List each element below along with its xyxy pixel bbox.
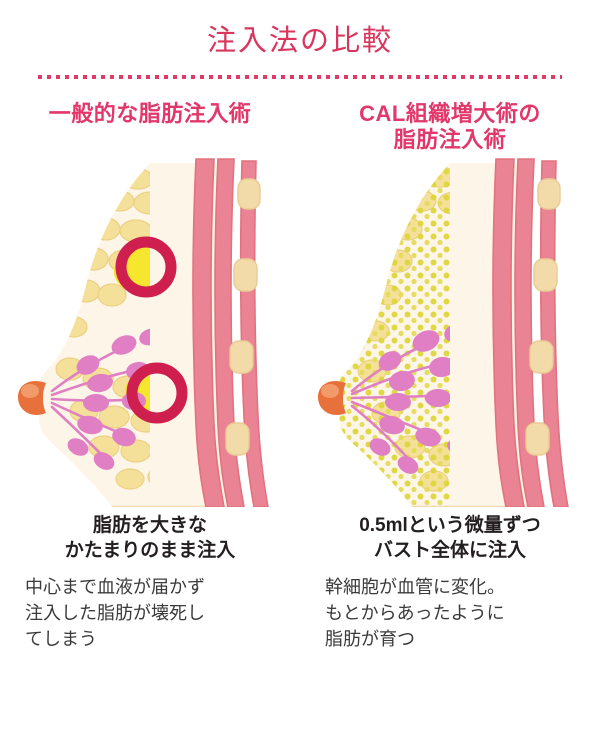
body-text-conventional: 中心まで血液が届かず 注入した脂肪が壊死し てしまう: [25, 574, 275, 652]
necrosis-marker-lower[interactable]: [126, 362, 188, 424]
caption-line2: かたまりのまま注入: [64, 540, 236, 562]
column-conventional: 一般的な脂肪注入術: [0, 101, 300, 652]
body-line-3: 脂肪が育つ: [325, 628, 415, 649]
chest-muscle-layer: [492, 157, 569, 507]
body-line-1: 幹細胞が血管に変化。: [325, 576, 505, 597]
body-text-cal: 幹細胞が血管に変化。 もとからあったように 脂肪が育つ: [325, 574, 575, 652]
necrosis-marker-upper[interactable]: [115, 236, 177, 298]
fat-necrosis-markers[interactable]: [115, 236, 188, 424]
body-line-1: 中心まで血液が届かず: [25, 576, 205, 597]
mammary-gland-layer: [350, 323, 450, 474]
nipple: [18, 380, 46, 415]
column-cal: CAL組織増大術の 脂肪注入術: [300, 101, 600, 652]
caption-line1: 0.5mlという微量ずつ: [359, 514, 541, 536]
dotted-divider: [38, 74, 562, 79]
figure-conventional: [0, 155, 300, 507]
column-heading-line1: CAL組織増大術の: [359, 100, 541, 126]
caption-conventional: 脂肪を大きな かたまりのまま注入: [65, 513, 235, 564]
column-heading-line1: 一般的な脂肪注入術: [48, 100, 252, 126]
caption-line2: バスト全体に注入: [373, 540, 526, 562]
caption-line1: 脂肪を大きな: [92, 514, 207, 536]
page-title: 注入法の比較: [206, 25, 393, 57]
column-heading-conventional: 一般的な脂肪注入術: [49, 101, 252, 155]
column-heading-cal: CAL組織増大術の 脂肪注入術: [359, 101, 541, 155]
rib-segments: [225, 178, 261, 456]
body-line-3: てしまう: [25, 628, 97, 649]
nipple: [318, 380, 346, 415]
caption-cal: 0.5mlという微量ずつ バスト全体に注入: [359, 513, 541, 564]
body-line-2: 注入した脂肪が壊死し: [25, 602, 205, 623]
figure-cal: [300, 155, 600, 507]
body-line-2: もとからあったように: [325, 602, 505, 623]
column-heading-line2: 脂肪注入術: [393, 126, 507, 152]
rib-segments: [525, 178, 561, 456]
chest-muscle-layer: [192, 157, 269, 507]
comparison-columns: 一般的な脂肪注入術: [0, 101, 600, 652]
